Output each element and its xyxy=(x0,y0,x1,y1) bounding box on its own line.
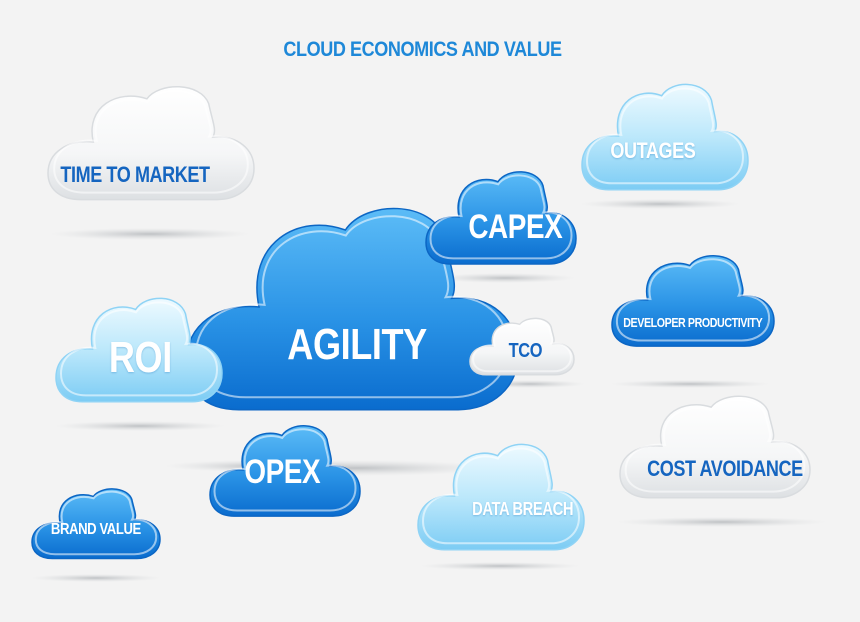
cloud-highlight-opex xyxy=(213,428,357,512)
cloud-highlight-capex xyxy=(429,174,573,260)
cloud-shadow-roi xyxy=(55,421,225,431)
cloud-shadow-outages xyxy=(580,199,740,209)
cloud-label-tco: TCO xyxy=(508,339,542,362)
cloud-shadow-time-to-market xyxy=(50,228,250,240)
cloud-highlight-data-breach xyxy=(421,447,581,545)
cloud-label-outages: OUTAGES xyxy=(610,137,695,163)
cloud-label-opex: OPEX xyxy=(244,453,321,491)
cloud-label-brand-value: BRAND VALUE xyxy=(50,521,141,538)
cloud-label-developer-productivity: DEVELOPER PRODUCTIVITY xyxy=(622,314,763,330)
diagram-title: CLOUD ECONOMICS AND VALUE xyxy=(283,38,562,61)
cloud-label-data-breach: DATA BREACH xyxy=(472,498,573,519)
cloud-label-cost-avoidance: COST AVOIDANCE xyxy=(647,456,803,481)
cloud-shadow-brand-value xyxy=(31,574,161,582)
cloud-label-capex: CAPEX xyxy=(467,208,562,246)
cloud-highlight-outages xyxy=(585,87,745,185)
cloud-shapes xyxy=(31,83,811,560)
cloud-shadow-developer-productivity xyxy=(610,380,770,388)
cloud-highlight-time-to-market xyxy=(53,90,249,194)
cloud-shadow-cost-avoidance xyxy=(617,517,827,527)
cloud-label-roi: ROI xyxy=(108,332,172,382)
cloud-highlight-developer-productivity xyxy=(615,258,771,342)
cloud-highlight-cost-avoidance xyxy=(624,399,806,493)
cloud-label-time-to-market: TIME TO MARKET xyxy=(60,162,210,187)
cloud-shadow-data-breach xyxy=(420,562,580,570)
cloud-highlight-tco xyxy=(472,319,572,373)
cloud-shadow-capex xyxy=(435,273,575,283)
cloud-highlight-brand-value xyxy=(34,490,158,556)
cloud-label-agility: AGILITY xyxy=(287,320,428,369)
cloud-highlight-roi xyxy=(59,301,219,397)
